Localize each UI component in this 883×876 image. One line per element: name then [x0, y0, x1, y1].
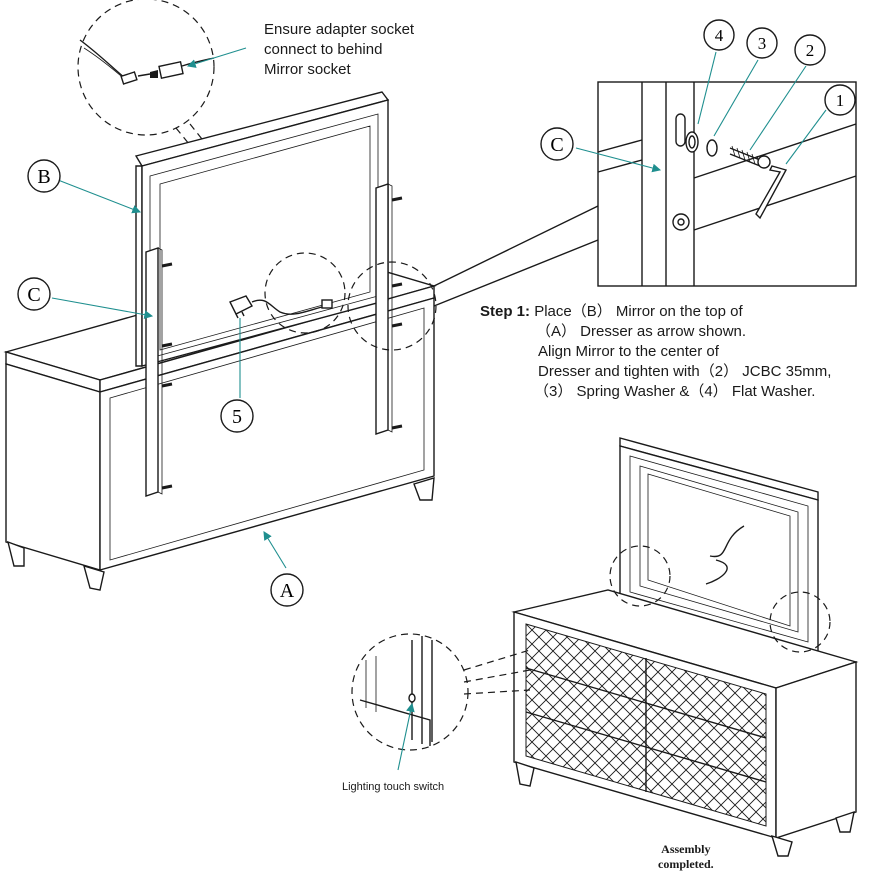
- label-c-main: C: [27, 284, 40, 306]
- step1-line: （A） Dresser as arrow shown.: [536, 323, 747, 340]
- support-post-left: [145, 247, 163, 497]
- completed-line: Assembly: [661, 842, 711, 856]
- bolt-location-circle: [347, 261, 437, 351]
- switch-note: Lighting touch switch: [342, 781, 445, 793]
- step1-instructions: Step 1: Place（B） Mirror on the top of （A…: [480, 302, 831, 402]
- adapter-note-line: Mirror socket: [264, 61, 351, 78]
- label-1: 1: [836, 91, 845, 110]
- assembly-completed-note: Assembly completed.: [658, 842, 714, 872]
- completed-dresser: [511, 589, 859, 857]
- adapter-note: Ensure adapter socket connect to behind …: [264, 20, 414, 80]
- step1-line: （3） Spring Washer &（4） Flat Washer.: [534, 383, 816, 400]
- adapter-note-line: Ensure adapter socket: [264, 21, 415, 38]
- switch-detail-circle: [351, 633, 469, 751]
- step1-line: Dresser and tighten with（2） JCBC 35mm,: [538, 363, 832, 380]
- adapter-note-line: connect to behind: [264, 41, 383, 58]
- label-4: 4: [715, 26, 724, 45]
- step1-line: Align Mirror to the center of: [538, 343, 719, 360]
- label-3: 3: [758, 34, 767, 53]
- hardware-detail-box: [597, 81, 857, 287]
- completed-line: completed.: [658, 857, 714, 871]
- label-c-detail: C: [550, 134, 563, 156]
- step1-label: Step 1:: [480, 303, 531, 320]
- label-2: 2: [806, 41, 815, 60]
- label-5: 5: [232, 406, 242, 428]
- label-b: B: [37, 166, 50, 188]
- support-post-right: [375, 183, 393, 435]
- step1-line: Place（B） Mirror on the top of: [534, 303, 743, 320]
- adapter-location-circle: [264, 252, 346, 334]
- label-a: A: [280, 580, 295, 602]
- completed-mirror: [619, 437, 819, 653]
- power-adapter: [229, 295, 333, 319]
- post-screws: [161, 196, 403, 490]
